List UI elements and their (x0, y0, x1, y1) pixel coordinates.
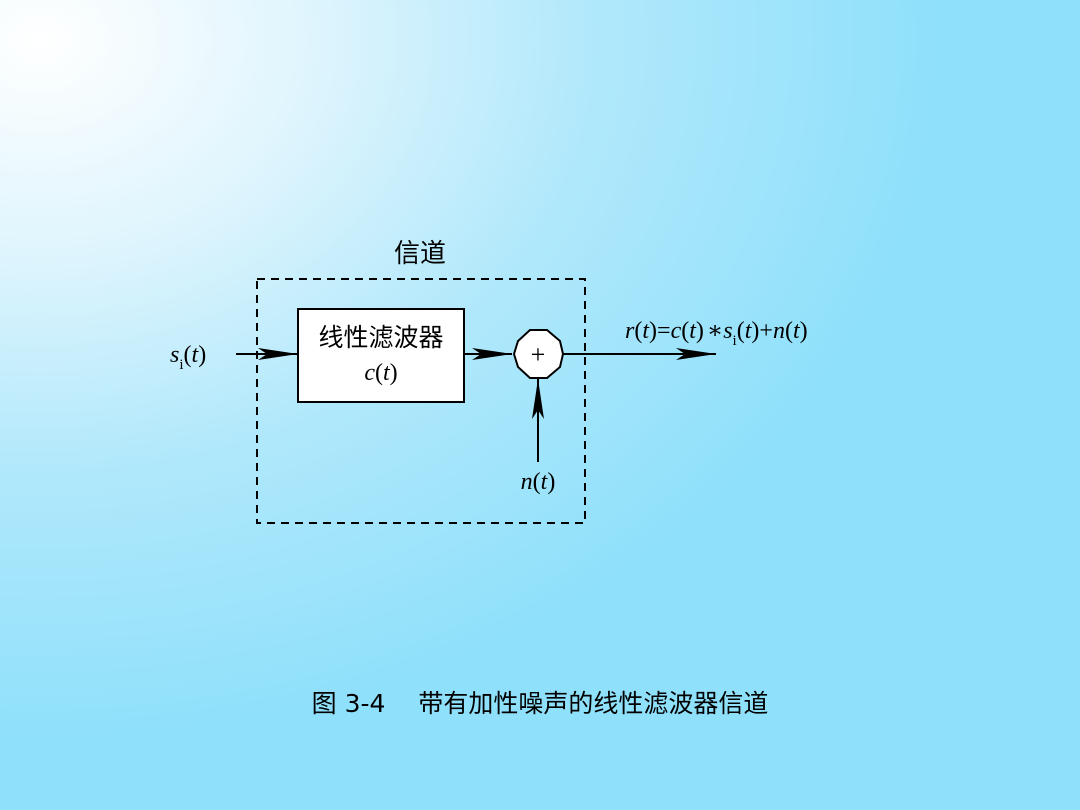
figure-caption: 图 3-4 带有加性噪声的线性滤波器信道 (311, 689, 769, 718)
noise-label: n(t) (521, 469, 556, 495)
adder-plus-symbol: + (531, 340, 546, 369)
filter-response-label: c(t) (364, 360, 397, 386)
output-expression: r(t)=c(t)∗si(t)+n(t) (625, 318, 808, 349)
input-signal-label: si(t) (170, 342, 206, 373)
channel-boundary (256, 278, 586, 524)
filter-name: 线性滤波器 (318, 323, 443, 352)
adder-node (512, 329, 565, 379)
linear-filter-block (297, 308, 465, 403)
channel-label: 信道 (394, 239, 446, 269)
